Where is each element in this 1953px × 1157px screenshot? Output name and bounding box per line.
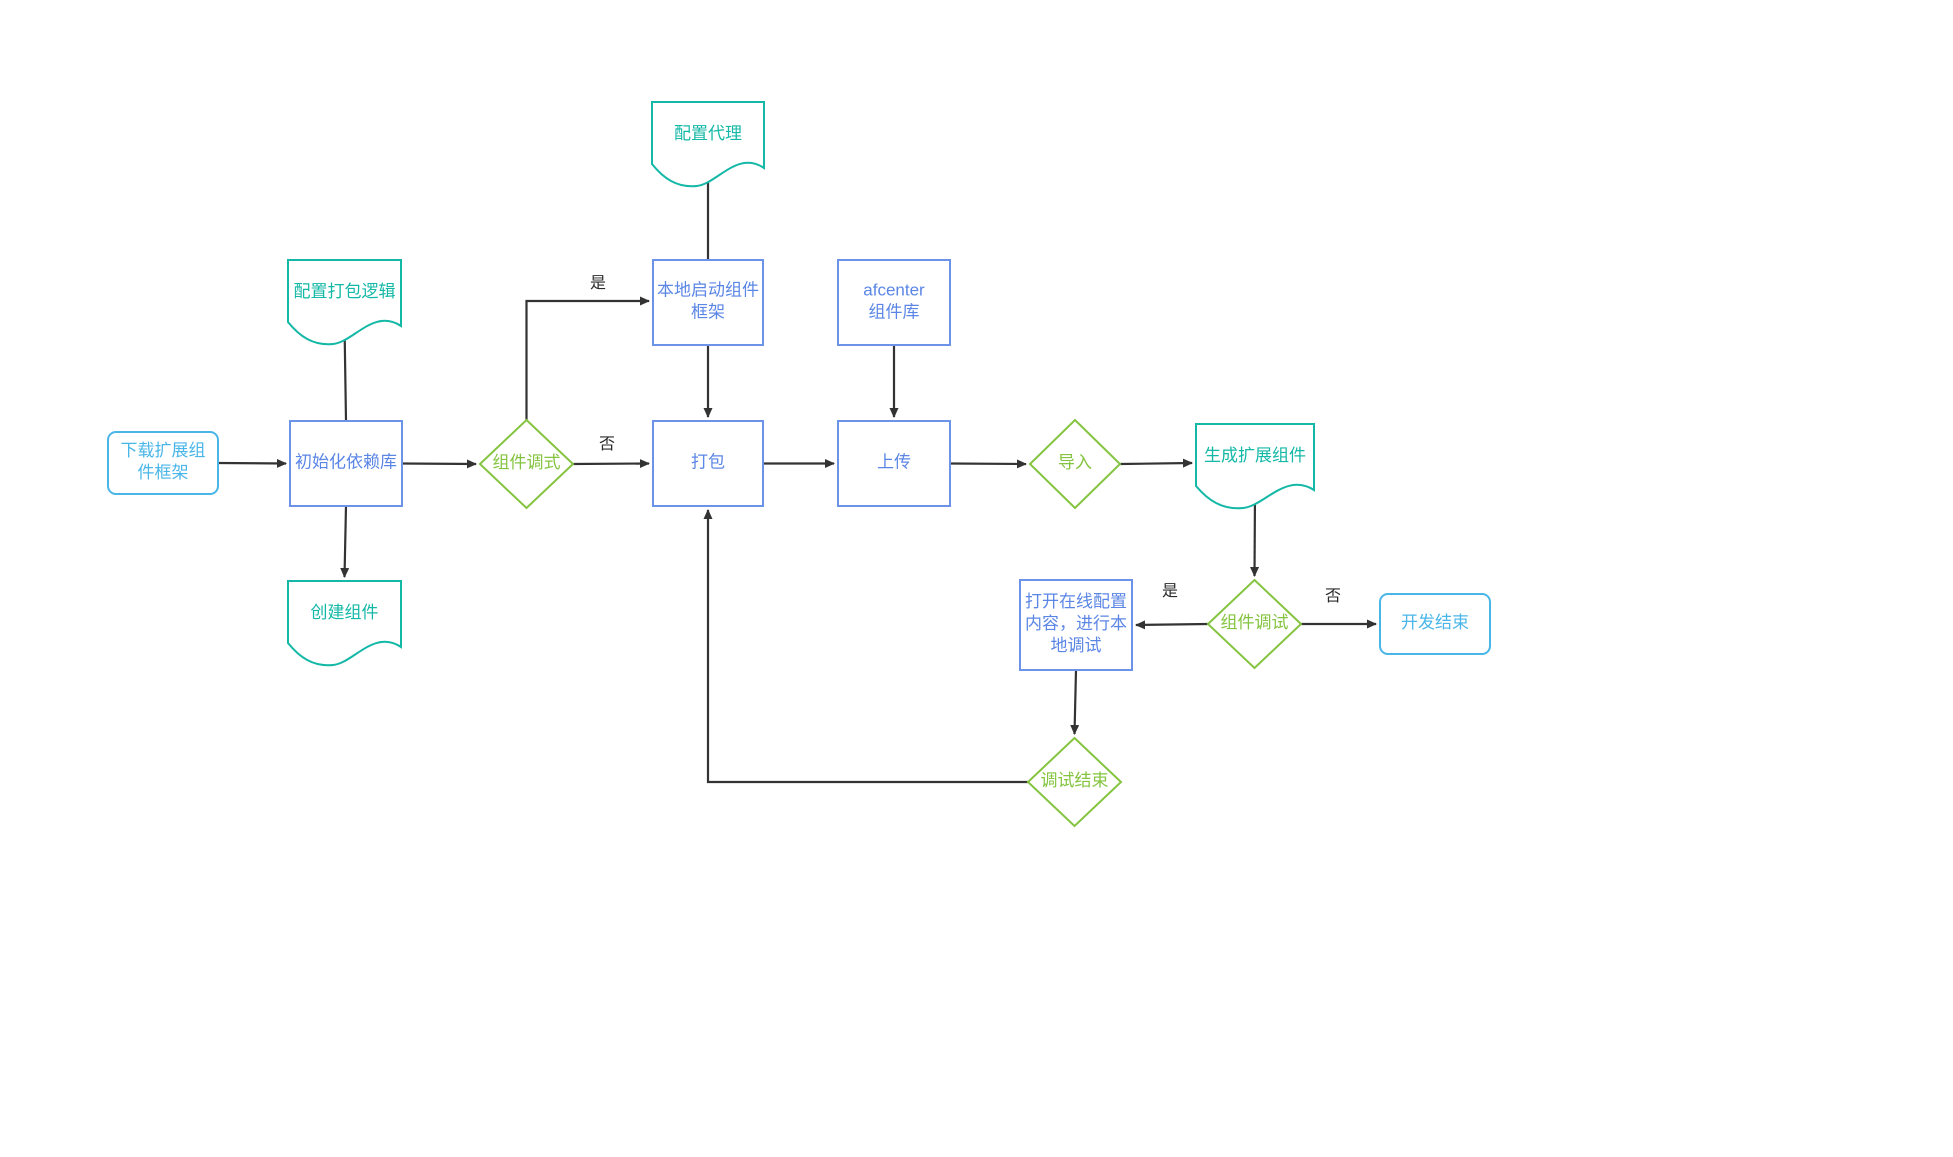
flow-edge-n5-n6	[525, 296, 650, 420]
edge-label-e_yes_bottom: 是	[1162, 583, 1178, 600]
flow-node-n8[interactable]: 打包	[652, 420, 764, 507]
node-label-n10: 上传	[877, 453, 911, 472]
flow-edge-n11-n12	[1119, 458, 1193, 468]
flow-node-n16[interactable]: 调试结束	[1026, 736, 1123, 828]
edge-label-e_no_bottom: 否	[1325, 588, 1341, 605]
node-label-n7: 配置代理	[674, 124, 742, 143]
edge-label-e_no_top: 否	[599, 436, 615, 453]
flow-node-n11[interactable]: 导入	[1028, 418, 1122, 510]
flow-edge-n2-n4	[340, 505, 350, 578]
flow-edge-n10-n11	[949, 459, 1027, 469]
node-shape-document	[287, 259, 402, 346]
edge-label-e_yes_top: 是	[590, 275, 606, 292]
node-shape-document	[287, 580, 402, 667]
node-shape-decision	[478, 418, 575, 510]
node-shape-process	[1019, 579, 1133, 671]
node-shape-decision	[1026, 736, 1123, 828]
node-shape-process	[837, 259, 951, 346]
node-label-n11: 导入	[1058, 453, 1092, 472]
node-label-n16: 调试结束	[1041, 771, 1109, 790]
node-shape-decision	[1028, 418, 1122, 510]
node-shape-document	[1195, 423, 1315, 510]
flow-edge-n5-n8	[572, 459, 650, 469]
edges-layer	[217, 165, 1377, 784]
node-shape-terminator	[107, 431, 219, 495]
flow-edge-n12-n13	[1250, 491, 1260, 577]
flow-node-n3[interactable]: 配置打包逻辑	[287, 259, 402, 346]
flow-edge-n13-n14	[1135, 620, 1209, 630]
node-shape-process	[652, 259, 764, 346]
node-label-n2: 初始化依赖库	[295, 453, 397, 472]
flow-node-n15[interactable]: 开发结束	[1379, 593, 1491, 655]
node-label-n12: 生成扩展组件	[1204, 446, 1306, 465]
flow-node-n4[interactable]: 创建组件	[287, 580, 402, 667]
node-shape-terminator	[1379, 593, 1491, 655]
node-label-n3: 配置打包逻辑	[294, 282, 396, 301]
flow-node-n13[interactable]: 组件调试	[1206, 578, 1303, 670]
node-label-n13: 组件调试	[1221, 613, 1289, 632]
flow-node-n10[interactable]: 上传	[837, 420, 951, 507]
node-label-n8: 打包	[691, 453, 725, 472]
node-shape-process	[289, 420, 403, 507]
flow-node-n1[interactable]: 下载扩展组件框架	[107, 431, 219, 495]
flow-edge-n16-n8	[703, 509, 1028, 784]
node-label-n14: 打开在线配置内容，进行本地调试	[1025, 592, 1127, 655]
flow-node-n2[interactable]: 初始化依赖库	[289, 420, 403, 507]
flow-edge-n2-n5	[401, 459, 477, 469]
edge-labels-layer: 是否是否	[590, 275, 1341, 605]
flow-node-n6[interactable]: 本地启动组件框架	[652, 259, 764, 346]
node-label-n15: 开发结束	[1401, 613, 1469, 632]
flow-edge-n14-n16	[1070, 669, 1080, 735]
node-label-n1: 下载扩展组件框架	[121, 441, 206, 482]
flow-node-n7[interactable]: 配置代理	[651, 101, 765, 188]
flow-node-n12[interactable]: 生成扩展组件	[1195, 423, 1315, 510]
node-label-n4: 创建组件	[311, 603, 379, 622]
node-shape-process	[837, 420, 951, 507]
flow-node-n14[interactable]: 打开在线配置内容，进行本地调试	[1019, 579, 1133, 671]
node-label-n5: 组件调式	[493, 453, 561, 472]
node-shape-process	[652, 420, 764, 507]
node-shape-decision	[1206, 578, 1303, 670]
flow-edge-n1-n2	[217, 458, 287, 468]
node-shape-document	[651, 101, 765, 188]
flow-node-n5[interactable]: 组件调式	[478, 418, 575, 510]
node-label-n6: 本地启动组件框架	[657, 281, 759, 322]
